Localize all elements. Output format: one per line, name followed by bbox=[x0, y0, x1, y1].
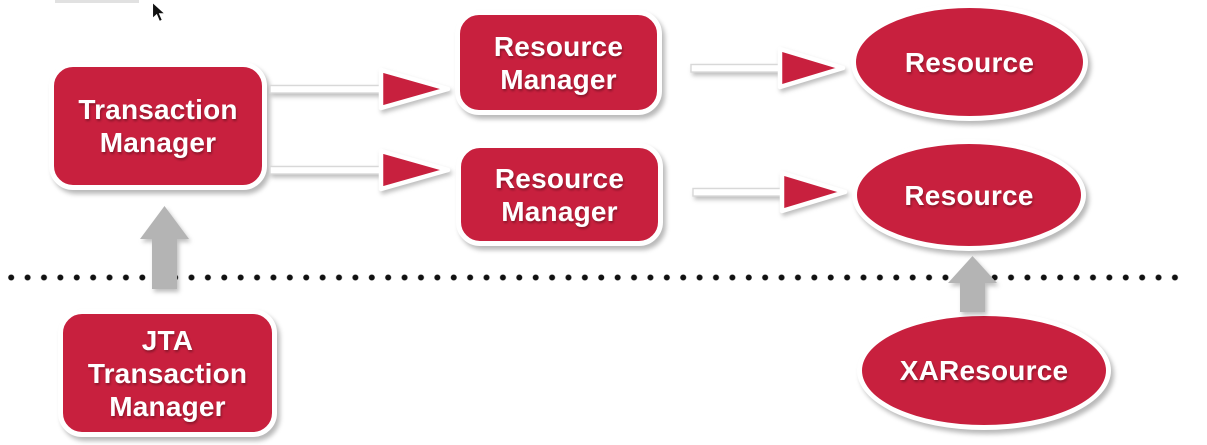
node-label: Manager bbox=[99, 127, 217, 158]
arrow-tm-to-rm2-icon bbox=[269, 148, 451, 192]
node-label: Resource bbox=[904, 179, 1034, 211]
node-label: Transaction bbox=[78, 94, 238, 125]
node-resource-bottom: Resource bbox=[852, 139, 1086, 251]
node-resource-manager-bottom: Resource Manager bbox=[456, 143, 663, 246]
node-label: Transaction bbox=[87, 357, 248, 389]
node-resource-manager-top: Resource Manager bbox=[455, 10, 662, 115]
top-edge-artifact bbox=[55, 0, 139, 3]
node-label: Resource bbox=[904, 46, 1035, 78]
mouse-cursor-icon bbox=[152, 2, 166, 22]
node-transaction-manager: Transaction Manager bbox=[49, 62, 267, 190]
node-xa-resource: XAResource bbox=[857, 311, 1111, 430]
arrow-rm2-to-resource2-icon bbox=[692, 170, 848, 214]
node-label: Resource bbox=[493, 30, 624, 62]
node-resource-top: Resource bbox=[851, 3, 1088, 121]
node-jta-transaction-manager: JTA Transaction Manager bbox=[58, 309, 277, 437]
node-label: Manager bbox=[109, 390, 226, 422]
up-arrow-xa-to-resource-icon bbox=[948, 256, 997, 312]
api-spec-divider-dotted-line bbox=[3, 274, 1180, 281]
node-label: Manager bbox=[500, 63, 617, 95]
node-label: JTA bbox=[141, 324, 194, 356]
node-label: Resource bbox=[494, 162, 625, 194]
node-label: Manager bbox=[501, 195, 618, 227]
node-label: XAResource bbox=[899, 355, 1069, 386]
up-arrow-jta-to-tm-icon bbox=[140, 206, 189, 289]
arrow-tm-to-rm1-icon bbox=[269, 67, 451, 111]
arrow-rm1-to-resource1-icon bbox=[690, 46, 846, 90]
